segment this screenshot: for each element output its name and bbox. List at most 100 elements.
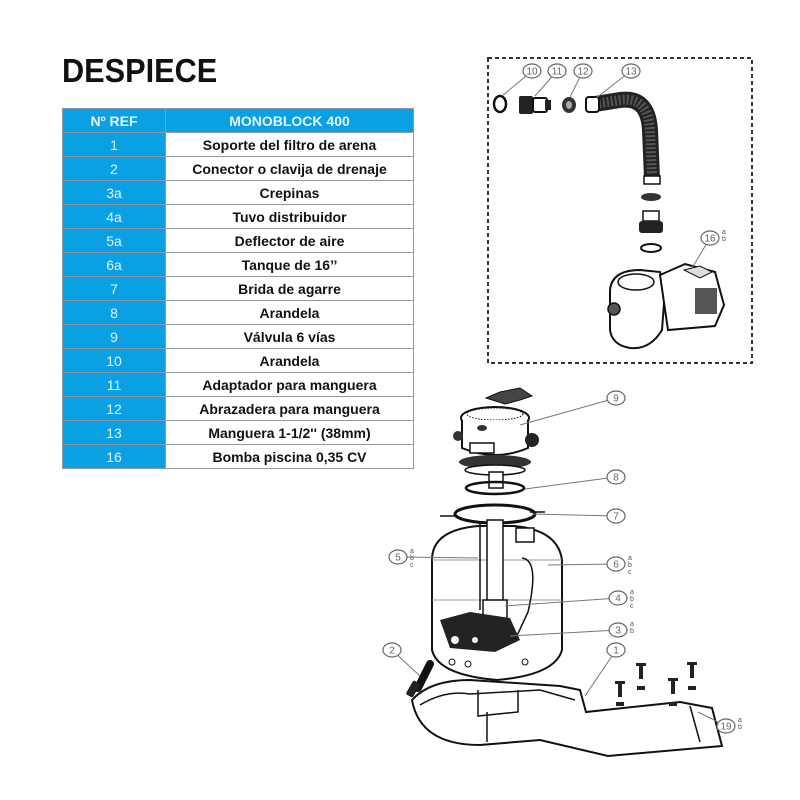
description-cell: Bomba piscina 0,35 CV <box>165 444 414 469</box>
callout-label: 16 <box>704 234 716 245</box>
callout-3: 3ab <box>509 621 634 638</box>
callout-variant: a <box>722 229 726 236</box>
callout-label: 3 <box>615 626 621 637</box>
callout-circle <box>573 63 593 79</box>
callout-variant: b <box>410 555 414 562</box>
callout-circle <box>608 590 628 606</box>
callout-1: 1 <box>584 642 626 697</box>
callout-variant: c <box>628 569 632 576</box>
callout-circle <box>606 390 626 406</box>
ref-cell: 3a <box>62 180 166 205</box>
callout-2: 2 <box>382 642 421 677</box>
callout-label: 2 <box>389 646 395 657</box>
description-cell: Arandela <box>165 348 414 373</box>
callout-circle <box>716 718 736 734</box>
hose-fittings-drawing <box>639 193 663 253</box>
ref-cell: 7 <box>62 276 166 301</box>
drain-plug-2-drawing <box>406 660 434 698</box>
ref-cell: 4a <box>62 204 166 229</box>
description-cell: Válvula 6 vías <box>165 324 414 349</box>
callout-11: 11 <box>534 63 567 97</box>
ref-cell: 13 <box>62 420 166 445</box>
description-cell: Adaptador para manguera <box>165 372 414 397</box>
description-cell: Conector o clavija de drenaje <box>165 156 414 181</box>
description-cell: Tuvo distribuidor <box>165 204 414 229</box>
callout-circle <box>388 549 408 565</box>
leader-line <box>509 629 619 637</box>
header-model: MONOBLOCK 400 <box>165 108 414 133</box>
page-title: DESPIECE <box>62 52 218 89</box>
adapter-11-drawing <box>519 96 551 114</box>
callout-circle <box>547 63 567 79</box>
clamp-12-drawing <box>562 97 576 113</box>
callout-variant: a <box>630 621 634 628</box>
callout-label: 1 <box>613 646 619 657</box>
callout-label: 6 <box>613 560 619 571</box>
ref-cell: 16 <box>62 444 166 469</box>
callout-circle <box>606 556 626 572</box>
ref-cell: 12 <box>62 396 166 421</box>
ref-cell: 2 <box>62 156 166 181</box>
ref-cell: 1 <box>62 132 166 157</box>
callout-circle <box>700 230 720 246</box>
header-ref: Nº REF <box>62 108 166 133</box>
leader-line <box>584 649 617 697</box>
callout-label: 19 <box>720 722 732 733</box>
callout-variant: a <box>630 589 634 596</box>
callout-circle <box>621 63 641 79</box>
description-cell: Deflector de aire <box>165 228 414 253</box>
callout-circle <box>606 508 626 524</box>
callout-variant: b <box>738 724 742 731</box>
description-cell: Tanque de 16’’ <box>165 252 414 277</box>
washer-10-drawing <box>492 94 508 114</box>
description-cell: Manguera 1-1/2'' (38mm) <box>165 420 414 445</box>
callout-12: 12 <box>569 63 593 98</box>
callout-label: 8 <box>613 473 619 484</box>
callout-variant: b <box>628 562 632 569</box>
callout-variant: a <box>628 555 632 562</box>
callout-variant: c <box>410 562 414 569</box>
tank-6-drawing <box>431 519 563 682</box>
leader-line <box>547 563 617 566</box>
description-cell: Brida de agarre <box>165 276 414 301</box>
base-1-drawing <box>410 678 724 758</box>
callout-variant: a <box>410 548 414 555</box>
leader-line <box>519 397 617 426</box>
callout-circle <box>382 642 402 658</box>
callout-label: 10 <box>526 67 538 78</box>
leader-line <box>504 597 619 607</box>
hose-13-drawing <box>585 91 661 185</box>
bolts-19-drawing <box>615 662 697 706</box>
description-cell: Soporte del filtro de arena <box>165 132 414 157</box>
description-cell: Arandela <box>165 300 414 325</box>
callout-circle <box>522 63 542 79</box>
ref-cell: 8 <box>62 300 166 325</box>
description-cell: Crepinas <box>165 180 414 205</box>
pump-16-drawing <box>607 262 726 350</box>
callout-label: 12 <box>577 67 589 78</box>
callout-10: 10 <box>501 63 542 97</box>
leader-line <box>531 513 617 517</box>
callout-circle <box>606 469 626 485</box>
callout-6: 6 abc <box>547 555 632 576</box>
callout-label: 13 <box>625 67 637 78</box>
washer-8-drawing <box>464 480 526 496</box>
table-header-row: Nº REF MONOBLOCK 400 <box>62 108 414 133</box>
callout-circle <box>608 622 628 638</box>
description-cell: Abrazadera para manguera <box>165 396 414 421</box>
callout-13: 13 <box>595 63 641 99</box>
